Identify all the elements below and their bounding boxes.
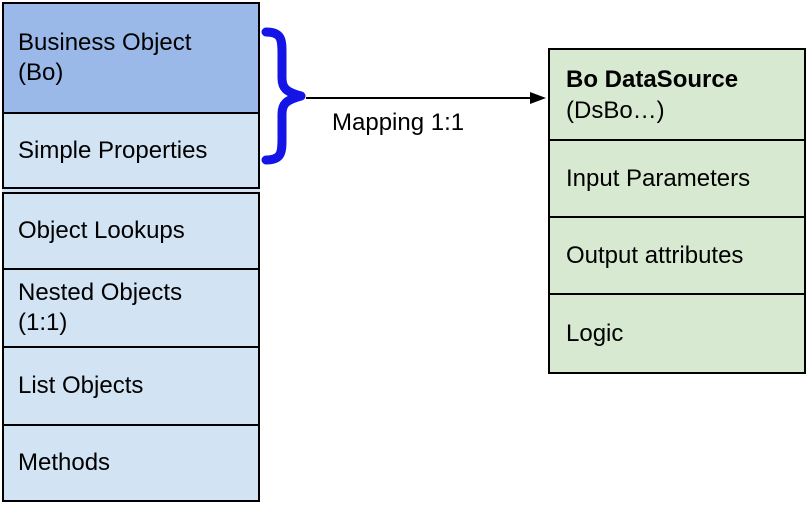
datasource-subtitle: (DsBo…)	[566, 96, 665, 124]
table-row-list-objects: List Objects	[4, 346, 258, 424]
datasource-title: Bo DataSource	[566, 65, 739, 93]
curly-brace-path	[261, 27, 306, 165]
row-label-line: Business Object	[18, 29, 192, 56]
mapping-label: Mapping 1:1	[332, 109, 465, 136]
table-row-logic: Logic	[550, 293, 804, 372]
row-label-line: Object Lookups	[18, 217, 185, 244]
row-label-line: List Objects	[18, 372, 144, 399]
table-row-business-object: Business Object (Bo)	[4, 4, 258, 112]
row-label-line: Logic	[566, 320, 624, 347]
row-label-line: Methods	[18, 449, 111, 476]
table-row-output-attributes: Output attributes	[550, 216, 804, 293]
arrow-head	[530, 92, 546, 104]
row-label-line: (Bo)	[18, 59, 64, 86]
arrow-right-icon	[306, 92, 546, 104]
table-row-datasource-header: Bo DataSource (DsBo…)	[550, 50, 804, 139]
curly-brace-icon	[261, 27, 306, 165]
table-row-object-lookups: Object Lookups	[4, 194, 258, 268]
datasource-table: Bo DataSource (DsBo…) Input Parameters O…	[548, 48, 806, 374]
bo-header-group: Business Object (Bo) Simple Properties	[2, 2, 260, 189]
table-row-simple-properties: Simple Properties	[4, 112, 258, 187]
bo-details-group: Object Lookups Nested Objects (1:1) List…	[2, 192, 260, 502]
business-object-table: Business Object (Bo) Simple Properties O…	[2, 2, 260, 502]
row-label-line: Input Parameters	[566, 165, 751, 192]
row-label-line: Simple Properties	[18, 136, 208, 164]
table-row-input-parameters: Input Parameters	[550, 139, 804, 216]
row-label-line: Nested Objects	[18, 279, 183, 306]
row-label-line: Output attributes	[566, 242, 744, 269]
table-row-methods: Methods	[4, 424, 258, 500]
row-label-line: (1:1)	[18, 309, 68, 336]
table-row-nested-objects: Nested Objects (1:1)	[4, 268, 258, 346]
